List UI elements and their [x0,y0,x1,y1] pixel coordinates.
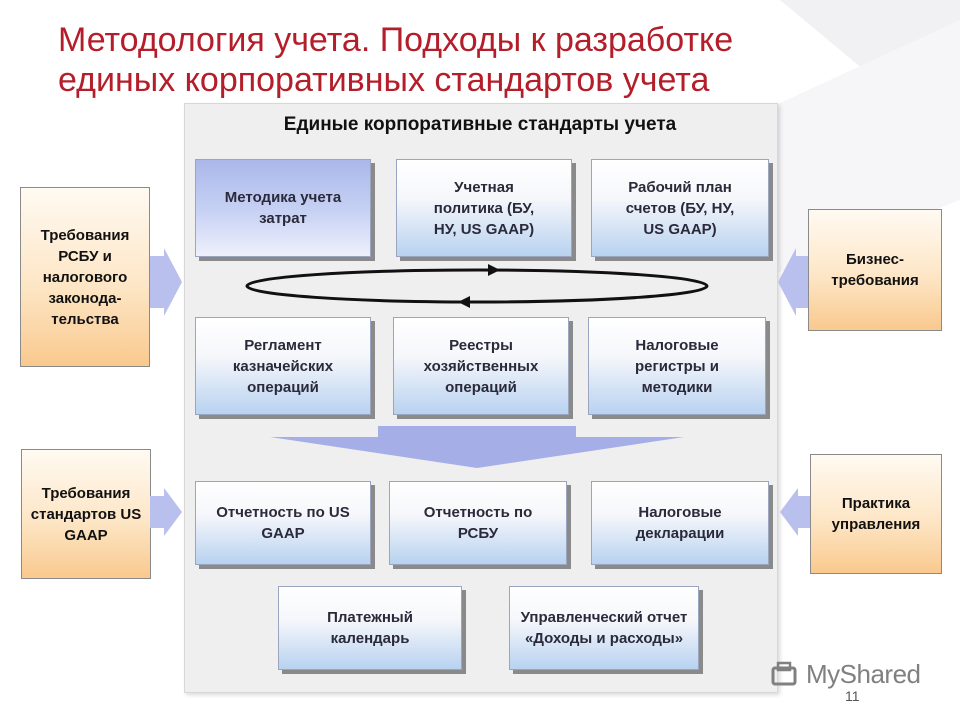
title-line-1: Методология учета. Подходы к разработке [58,21,734,59]
side-business-requirements-label: Бизнес-требования [831,251,919,289]
box-transaction-registers-label: Реестры хозяйственных операций [423,336,539,396]
box-rsbu-reporting-label: Отчетность по РСБУ [423,504,533,542]
box-cost-methodology: Методика учета затрат [195,159,371,257]
box-us-gaap-reporting: Отчетность по US GAAP [195,481,371,565]
watermark-icon [771,661,797,686]
box-chart-of-accounts: Рабочий план счетов (БУ, НУ, US GAAP) [591,159,769,257]
box-cost-methodology-label: Методика учета затрат [224,189,342,227]
box-transaction-registers: Реестры хозяйственных операций [393,317,569,415]
box-tax-declarations: Налоговые декларации [591,481,769,565]
box-treasury-regulation: Регламент казначейских операций [195,317,371,415]
box-chart-of-accounts-label: Рабочий план счетов (БУ, НУ, US GAAP) [625,178,735,238]
side-business-requirements: Бизнес-требования [808,209,942,331]
box-tax-declarations-label: Налоговые декларации [635,504,725,542]
box-accounting-policy-label: Учетная политика (БУ, НУ, US GAAP) [433,178,535,238]
box-us-gaap-reporting-label: Отчетность по US GAAP [216,504,350,542]
panel-title: Единые корпоративные стандарты учета [283,114,677,135]
title-line-2: единых корпоративных стандартов учета [58,61,710,99]
side-us-gaap-requirements: Требования стандартов US GAAP [21,449,151,579]
box-management-report: Управленческий отчет «Доходы и расходы» [509,586,699,670]
side-us-gaap-requirements-label: Требования стандартов US GAAP [30,484,142,544]
box-payment-calendar-label: Платежный календарь [327,609,413,647]
box-management-report-label: Управленческий отчет «Доходы и расходы» [520,609,688,647]
watermark-text: MyShared [806,659,921,689]
box-payment-calendar: Платежный календарь [278,586,462,670]
box-treasury-regulation-label: Регламент казначейских операций [232,336,334,396]
side-management-practice: Практика управления [810,454,942,574]
box-tax-registers: Налоговые регистры и методики [588,317,766,415]
box-tax-registers-label: Налоговые регистры и методики [634,336,720,396]
side-rsbu-requirements-label: Требования РСБУ и налогового законода-те… [40,226,130,328]
slide-title: Методология учета. Подходы к разработке … [58,20,858,100]
side-rsbu-requirements: Требования РСБУ и налогового законода-те… [20,187,150,367]
box-accounting-policy: Учетная политика (БУ, НУ, US GAAP) [396,159,572,257]
box-rsbu-reporting: Отчетность по РСБУ [389,481,567,565]
side-management-practice-label: Практика управления [831,495,921,533]
page-number: 11 [845,688,860,704]
